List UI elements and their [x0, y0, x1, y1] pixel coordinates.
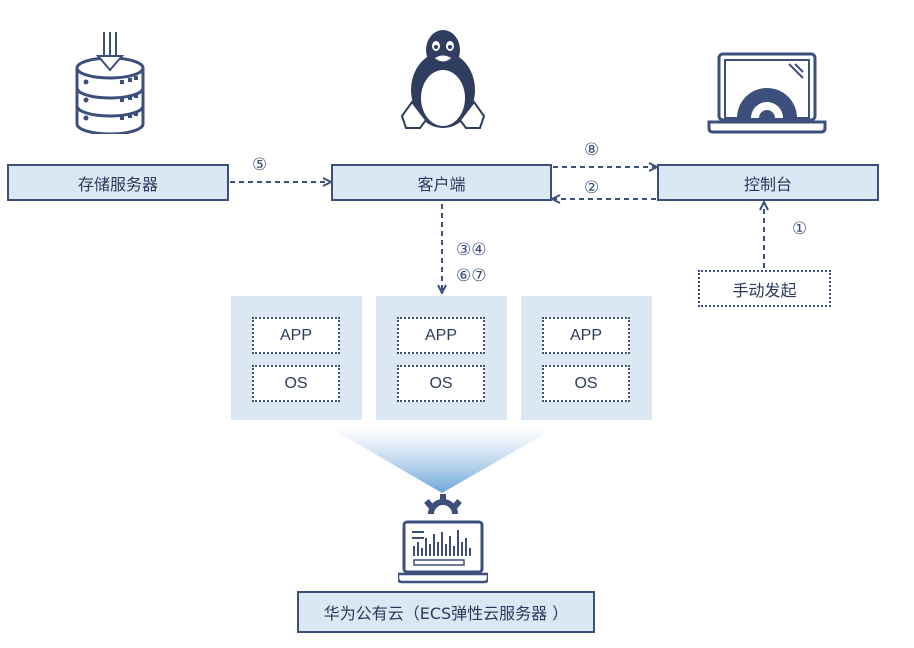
- storage-server-label: 存储服务器: [77, 174, 158, 194]
- monitor-gear-chart-icon: [398, 494, 488, 584]
- vm-2-app-label: APP: [424, 326, 457, 344]
- vm-panel-3: APP OS: [521, 296, 652, 420]
- storage-server-box: 存储服务器: [7, 164, 229, 201]
- step-2-label: ②: [584, 178, 600, 198]
- vm-1-os-label: OS: [284, 374, 308, 392]
- step-8-label: ⑧: [584, 140, 600, 160]
- vm-2-os-label: OS: [429, 374, 453, 392]
- vm-1-os: OS: [252, 365, 340, 402]
- huawei-cloud-label: 华为公有云（ECS弹性云服务器 ）: [323, 604, 569, 623]
- vm-3-app: APP: [542, 317, 630, 354]
- funnel-shape: [330, 428, 555, 493]
- vm-3-os: OS: [542, 365, 630, 402]
- console-box: 控制台: [657, 164, 879, 201]
- vm-1-app: APP: [252, 317, 340, 354]
- vm-3-app-label: APP: [569, 326, 602, 344]
- database-download-icon: [75, 32, 145, 134]
- linux-penguin-icon: [400, 30, 486, 129]
- step-67-label: ⑥⑦: [456, 266, 487, 286]
- vm-panel-2: APP OS: [376, 296, 507, 420]
- manual-trigger-label: 手动发起: [732, 280, 797, 300]
- console-label: 控制台: [743, 174, 792, 194]
- client-box: 客户端: [331, 164, 552, 201]
- manual-trigger-box: 手动发起: [698, 270, 831, 307]
- vm-2-os: OS: [397, 365, 485, 402]
- vm-2-app: APP: [397, 317, 485, 354]
- huawei-cloud-box: 华为公有云（ECS弹性云服务器 ）: [297, 591, 595, 633]
- step-5-label: ⑤: [252, 155, 268, 175]
- vm-1-app-label: APP: [279, 326, 312, 344]
- client-label: 客户端: [417, 174, 466, 194]
- step-34-label: ③④: [456, 240, 487, 260]
- step-1-label: ①: [792, 219, 808, 239]
- vm-panel-1: APP OS: [231, 296, 362, 420]
- laptop-gear-icon: [707, 52, 827, 134]
- vm-3-os-label: OS: [574, 374, 598, 392]
